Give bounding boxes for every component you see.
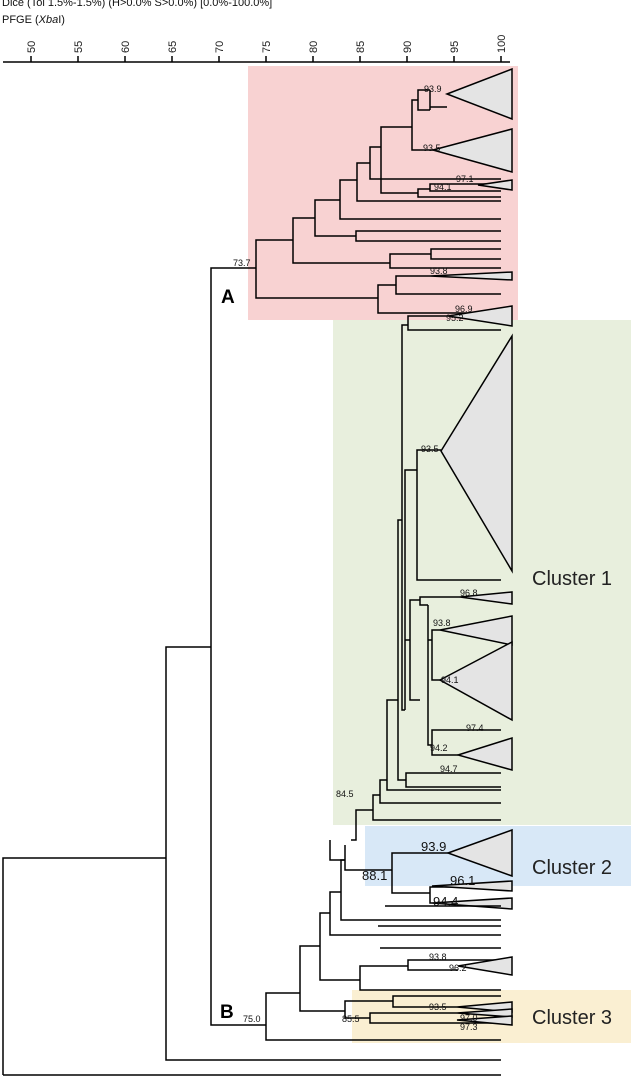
collapsed-branch [439,615,513,646]
node-label: 93.8 [433,618,451,628]
collapsed-branch [456,1015,513,1026]
node-label: 93.8 [430,266,448,276]
collapsed-branch [430,128,513,173]
node-label: 94.2 [430,743,448,753]
collapsed-branch [456,1008,513,1018]
node-label: 97.0 [460,1013,478,1023]
axis-tick-label: 50 [26,41,38,53]
group-b-branches [265,859,513,1041]
node-label: 75.0 [243,1014,261,1024]
node-label: 94.7 [440,764,458,774]
cluster-2-branches [344,828,513,910]
node-label: 73.7 [233,258,251,268]
node-label: 97.4 [466,723,484,733]
header-suffix: I) [58,14,65,26]
node-label: 94.1 [434,182,452,192]
collapsed-branch [477,179,513,191]
node-label: 85.5 [342,1014,360,1024]
group-a-branches [255,67,513,314]
axis-tick-label: 70 [214,41,226,53]
node-labels: 73.7 93.9 93.5 97.1 94.1 93.8 96.9 95.2 … [233,84,484,1032]
axis-tick-label: 55 [73,41,85,53]
axis-tick-label: 60 [120,41,132,53]
collapsed-branch [459,591,513,605]
header-prefix: PFGE ( [2,14,39,26]
dendrogram-header-experiment: PFGE (XbaI) [2,14,65,26]
cluster-3-box [352,990,631,1043]
node-label: 93.8 [429,952,447,962]
cluster-1-branches [329,305,513,861]
collapsed-branch [429,271,513,281]
node-label: 94.1 [441,675,459,685]
cluster-3-label: Cluster 3 [532,1007,612,1029]
collapsed-branch [431,880,513,892]
header-enzyme: Xba [38,14,59,26]
collapsed-branch [440,333,513,574]
node-label: 84.5 [336,789,354,799]
collapsed-branch [457,956,513,976]
node-label: 93.5 [423,143,441,153]
node-label: 93.5 [429,1002,447,1012]
node-label: 96.1 [450,873,475,888]
node-label: 96.2 [449,963,467,973]
node-label: 93.9 [424,84,442,94]
node-label: 96.9 [455,304,473,314]
group-b-label: B [220,1002,234,1023]
axis-tick-label: 100 [496,35,508,53]
similarity-axis: 50 55 60 65 70 75 80 85 90 95 100 [3,35,510,63]
node-label: 95.2 [446,313,464,323]
group-a-label: A [221,287,235,308]
node-label: 96.8 [460,588,478,598]
axis-tick-label: 90 [402,41,414,53]
collapsed-branch [447,305,513,327]
node-label: 88.1 [362,868,387,883]
axis-tick-label: 85 [355,41,367,53]
axis-tick-label: 95 [449,41,461,53]
node-label: 97.3 [460,1022,478,1032]
collapsed-branch [455,736,513,771]
dendrogram-backbone [2,267,501,1076]
collapsed-branch [444,67,513,121]
axis-tick-label: 65 [167,41,179,53]
cluster-2-label: Cluster 2 [532,857,612,879]
cluster-1-label: Cluster 1 [532,568,612,590]
dendrogram-header-method: Dice (Tol 1.5%-1.5%) (H>0.0% S>0.0%) [0.… [2,0,273,9]
node-label: 94.4 [433,894,458,909]
node-label: 97.1 [456,174,474,184]
node-label: 93.5 [421,444,439,454]
node-label: 93.9 [421,839,446,854]
collapsed-branch [445,828,513,878]
axis-tick-label: 80 [308,41,320,53]
axis-tick-label: 75 [261,41,273,53]
collapsed-branch [438,640,513,722]
